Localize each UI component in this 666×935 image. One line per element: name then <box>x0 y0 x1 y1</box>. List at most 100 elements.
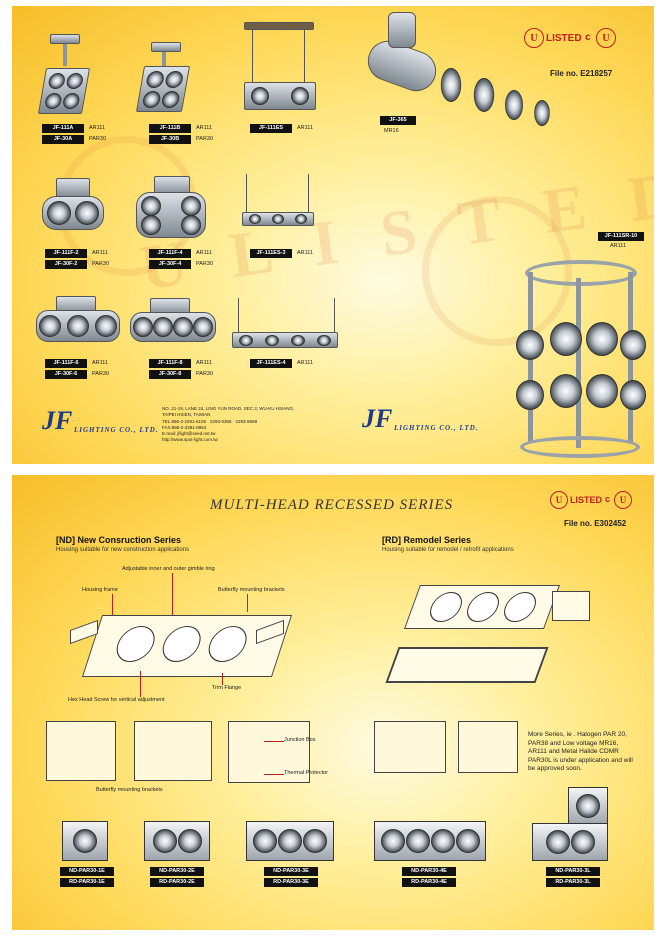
product-code: JF-111F-8 <box>149 359 191 368</box>
product-type: PAR30 <box>92 261 110 267</box>
product-type: AR111 <box>89 125 106 131</box>
trim-model-3l-top <box>568 787 608 825</box>
product-code: JF-30F-8 <box>149 370 191 379</box>
callout-line <box>112 594 113 620</box>
trim-model-4e <box>374 821 486 861</box>
catalog-page-1: U L I S T E D c U L U LISTED U c File no… <box>12 6 654 464</box>
product-code: JF-30A <box>42 135 84 144</box>
callout-butterfly-brackets: Butterfly mounting brackets <box>218 587 285 593</box>
product-type: AR111 <box>196 125 213 131</box>
model-code-nd: ND-PAR30-1E <box>60 867 114 876</box>
callout-line <box>222 673 223 685</box>
bracket-detail-1 <box>46 721 116 781</box>
fixture-jf-111f-6 <box>36 310 120 342</box>
callout-hex-screw: Hex Head Screw for vertical adjustment <box>68 697 165 703</box>
model-code-rd: RD-PAR30-2E <box>150 878 204 887</box>
product-code: JF-111A <box>42 124 84 133</box>
callout-line <box>247 594 248 612</box>
product-code: JF-30F-2 <box>45 260 87 269</box>
ul-c-mark: c <box>605 494 611 504</box>
catalog-page-2: MULTI-HEAD RECESSED SERIES U LISTED c U … <box>12 475 654 930</box>
company-name-2: LIGHTING CO., LTD. <box>394 424 479 432</box>
fixture-jf-111b <box>135 66 191 112</box>
callout-housing-frame: Housing frame <box>82 587 118 593</box>
product-code: JF-365 <box>380 116 416 125</box>
fixture-jf-365-arm <box>388 12 416 48</box>
rd-series-desc: Housing suitable for remodel / retrofit … <box>382 547 514 553</box>
model-code-rd: RD-PAR30-1E <box>60 878 114 887</box>
file-number: File no. E302452 <box>564 519 627 528</box>
rod <box>162 48 166 66</box>
callout-line <box>264 741 284 742</box>
product-type: PAR30 <box>196 371 214 377</box>
lens <box>440 68 462 102</box>
product-type: AR111 <box>196 250 213 256</box>
model-code-rd: RD-PAR30-4E <box>402 878 456 887</box>
product-code: JF-111ES-4 <box>250 359 292 368</box>
fixture-jf-111es <box>244 82 316 110</box>
trim-model-2e <box>144 821 210 861</box>
fixture-jf-111f-4 <box>136 192 206 238</box>
product-code: JF-111ES <box>250 124 292 133</box>
ul-logo-left: U <box>550 491 568 509</box>
callout-line <box>140 671 141 697</box>
callout-thermal-protector: Thermal Protector <box>284 770 329 776</box>
fixture-jf-111f-8 <box>130 312 216 342</box>
ul-listed-text: LISTED <box>570 495 603 505</box>
model-code-nd: ND-PAR30-3E <box>264 867 318 876</box>
rd-trim-drawing <box>385 647 549 683</box>
product-type: AR111 <box>297 360 314 366</box>
rod <box>63 36 67 66</box>
nd-series-title: [ND] New Consruction Series <box>56 535 182 545</box>
trim-model-3l-bottom <box>532 823 608 861</box>
product-code: JF-111B <box>149 124 191 133</box>
product-type: PAR30 <box>196 261 214 267</box>
product-code: JF-30F-6 <box>45 370 87 379</box>
fixture-jf-111sr-10 <box>510 260 650 460</box>
callout-junction-box: Junction Box <box>284 737 316 743</box>
callout-gimble-ring: Adjustable inner and outer gimble ring <box>122 566 215 572</box>
fixture-jf-111es-4 <box>232 332 338 348</box>
product-code: JF-111ES-3 <box>250 249 292 258</box>
company-logo-jf-2: JF <box>362 404 393 433</box>
ul-c-mark: c <box>585 32 591 43</box>
rd-install-detail-2 <box>458 721 518 773</box>
trim-model-1e <box>62 821 108 861</box>
ul-logo-left: U <box>524 28 544 48</box>
ul-logo-right: U <box>596 28 616 48</box>
fixture-jf-111es-3 <box>242 212 314 226</box>
product-type: PAR30 <box>196 136 214 142</box>
product-code: JF-30F-4 <box>149 260 191 269</box>
ceiling-plate <box>151 42 181 52</box>
product-type: AR111 <box>92 250 109 256</box>
company-name: LIGHTING CO., LTD. <box>74 426 159 434</box>
lens <box>473 78 495 112</box>
product-type: AR111 <box>196 360 213 366</box>
ceiling-box <box>56 178 90 198</box>
suspension-wire <box>334 298 335 334</box>
suspension-wire <box>308 174 309 214</box>
rd-junction-box <box>552 591 590 621</box>
product-code: JF-111SR-10 <box>598 232 644 241</box>
model-code-rd: RD-PAR30-3E <box>264 878 318 887</box>
series-title: MULTI-HEAD RECESSED SERIES <box>210 497 454 513</box>
nd-housing-drawing <box>81 615 293 677</box>
suspension-wire <box>238 298 239 334</box>
suspension-wire <box>252 30 253 84</box>
fixture-jf-111f-2 <box>42 196 104 230</box>
bracket-detail-2 <box>134 721 212 781</box>
product-type: AR111 <box>92 360 109 366</box>
fixture-jf-111a <box>37 68 91 114</box>
product-type: MR16 <box>384 128 399 134</box>
callout-trim-flange: Trim Flange <box>212 685 242 691</box>
product-type: AR111 <box>610 243 627 249</box>
more-series-text: More Series, ie . Halogen PAR 20, PAR38 … <box>528 731 633 772</box>
ceiling-plate <box>50 34 80 44</box>
product-code: JF-111F-6 <box>45 359 87 368</box>
rd-install-detail-1 <box>374 721 446 773</box>
lens <box>505 90 523 120</box>
nd-series-desc: Housing suitable for new construction ap… <box>56 547 190 553</box>
suspension-wire <box>246 174 247 214</box>
rd-series-title: [RD] Remodel Series <box>382 535 472 545</box>
suspension-wire <box>304 30 305 84</box>
